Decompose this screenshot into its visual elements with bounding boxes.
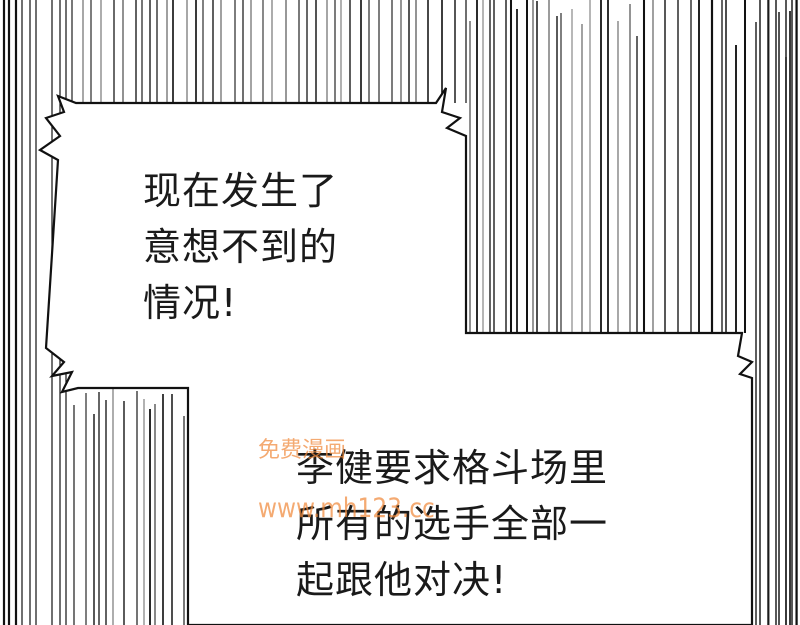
dialogue-text-2: 李健要求格斗场里 所有的选手全部一 起跟他对决! (296, 440, 608, 608)
dialogue-line: 现在发生了 (143, 169, 339, 213)
dialogue-line: 李健要求格斗场里 (296, 446, 609, 490)
speech-bubble-1 (37, 87, 754, 625)
watermark-name: 免费漫画 (258, 438, 347, 463)
dialogue-line: 意想不到的 (143, 225, 339, 269)
dialogue-line: 情况! (143, 281, 238, 325)
watermark-url: www.mh123.cc (258, 493, 435, 524)
dialogue-line: 起跟他对决! (296, 558, 508, 602)
dialogue-text-1: 现在发生了 意想不到的 情况! (143, 163, 338, 331)
dialogue-line: 所有的选手全部一 (296, 502, 609, 546)
watermark: 免费漫画 www.mh123.cc (258, 438, 464, 524)
